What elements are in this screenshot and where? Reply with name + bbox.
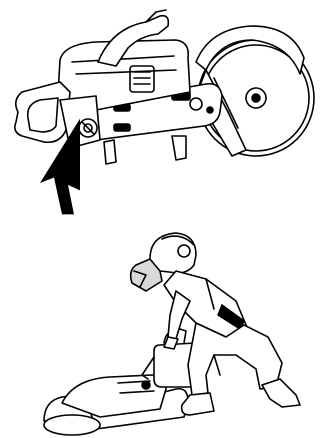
refueling-illustration	[0, 225, 323, 438]
kneeling-worker-refueling-icon	[0, 225, 323, 438]
power-cutter-icon	[0, 0, 323, 225]
power-cutter-illustration	[0, 0, 323, 225]
fuel-cap-icon	[79, 119, 97, 137]
